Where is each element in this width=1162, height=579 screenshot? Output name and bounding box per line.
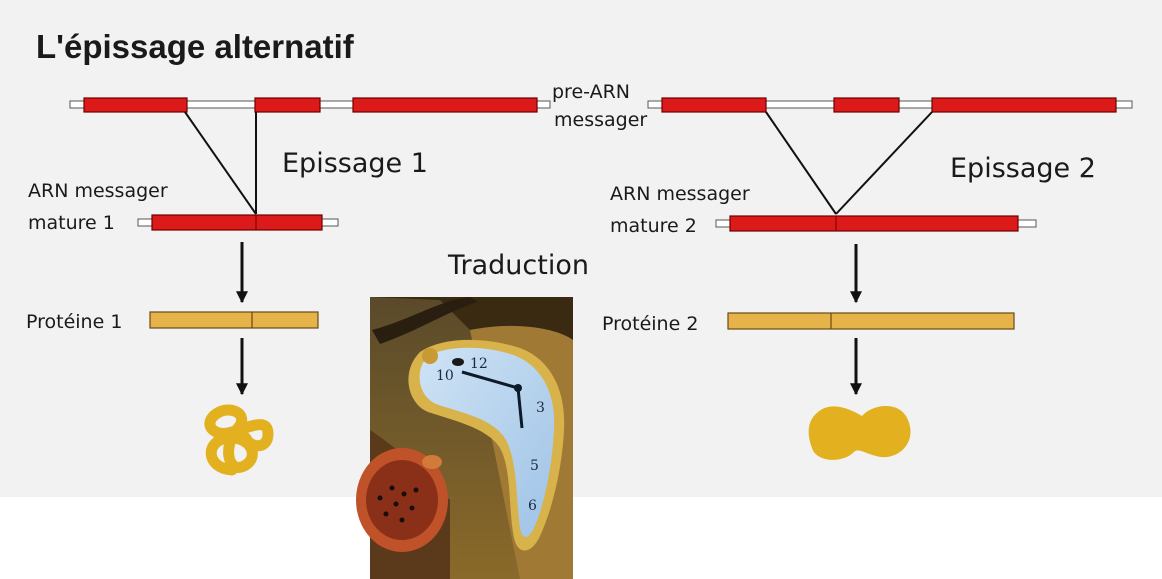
mature-2-label-line1: ARN messager [610,183,750,205]
svg-text:12: 12 [470,356,488,372]
exon-2-left [254,97,321,113]
mature-1-label-line1: ARN messager [28,180,168,202]
epissage-2-label: Epissage 2 [950,153,1096,184]
mature-mrna-2 [715,215,1037,232]
protein-1-label: Protéine 1 [26,311,122,333]
diagram-panel [0,0,1162,497]
traduction-label: Traduction [447,250,589,281]
folded-protein-2-icon [808,406,911,460]
melting-clock-painting: 12 3 5 6 10 [356,297,573,579]
svg-text:3: 3 [536,400,545,416]
splice-lines-right [765,111,933,215]
svg-text:10: 10 [436,368,454,384]
exon-3-left [352,97,538,113]
splice-lines-left [184,111,257,215]
protein-2-label: Protéine 2 [602,313,698,335]
exon-2-right [833,97,900,113]
mature-mrna-1 [137,214,339,231]
svg-text:6: 6 [528,498,537,514]
pre-arn-label-line2: messager [554,109,647,131]
mature-1-label-line2: mature 1 [28,212,115,234]
figure-title: L'épissage alternatif [36,28,355,65]
protein-1-bar [149,311,319,329]
exon-3-right [931,97,1117,113]
pre-arn-label-line1: pre-ARN [552,81,630,103]
mature-2-label-line2: mature 2 [610,215,697,237]
exon-1-left [83,97,188,113]
pre-mrna-right [647,97,1133,113]
folded-protein-1-icon [204,404,274,476]
epissage-1-label: Epissage 1 [282,148,428,179]
protein-2-bar [727,312,1015,330]
pre-mrna-left [69,97,551,113]
svg-text:5: 5 [530,458,539,474]
exon-1-right [661,97,767,113]
